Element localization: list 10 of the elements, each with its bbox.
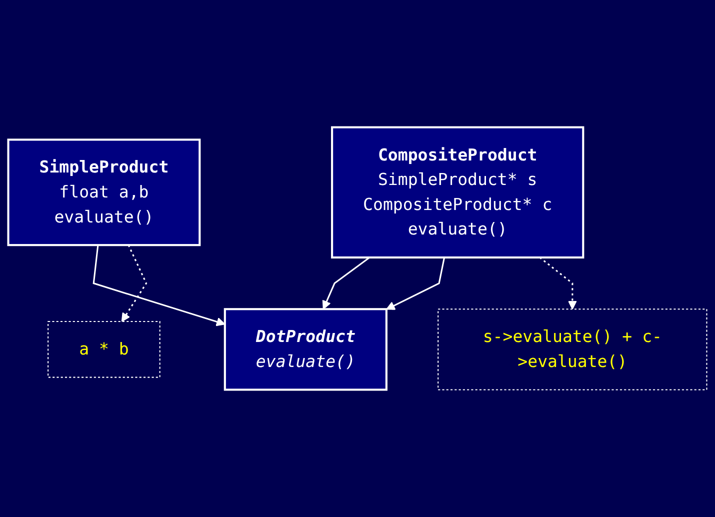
node-box [7, 138, 201, 246]
node-box [48, 321, 160, 378]
arrow [539, 256, 577, 310]
arrow [92, 244, 226, 326]
arrow [386, 257, 446, 310]
node-box [438, 308, 708, 390]
arrow [121, 244, 148, 322]
node-box [331, 126, 584, 258]
node-box [224, 308, 388, 391]
arrow [322, 256, 370, 310]
